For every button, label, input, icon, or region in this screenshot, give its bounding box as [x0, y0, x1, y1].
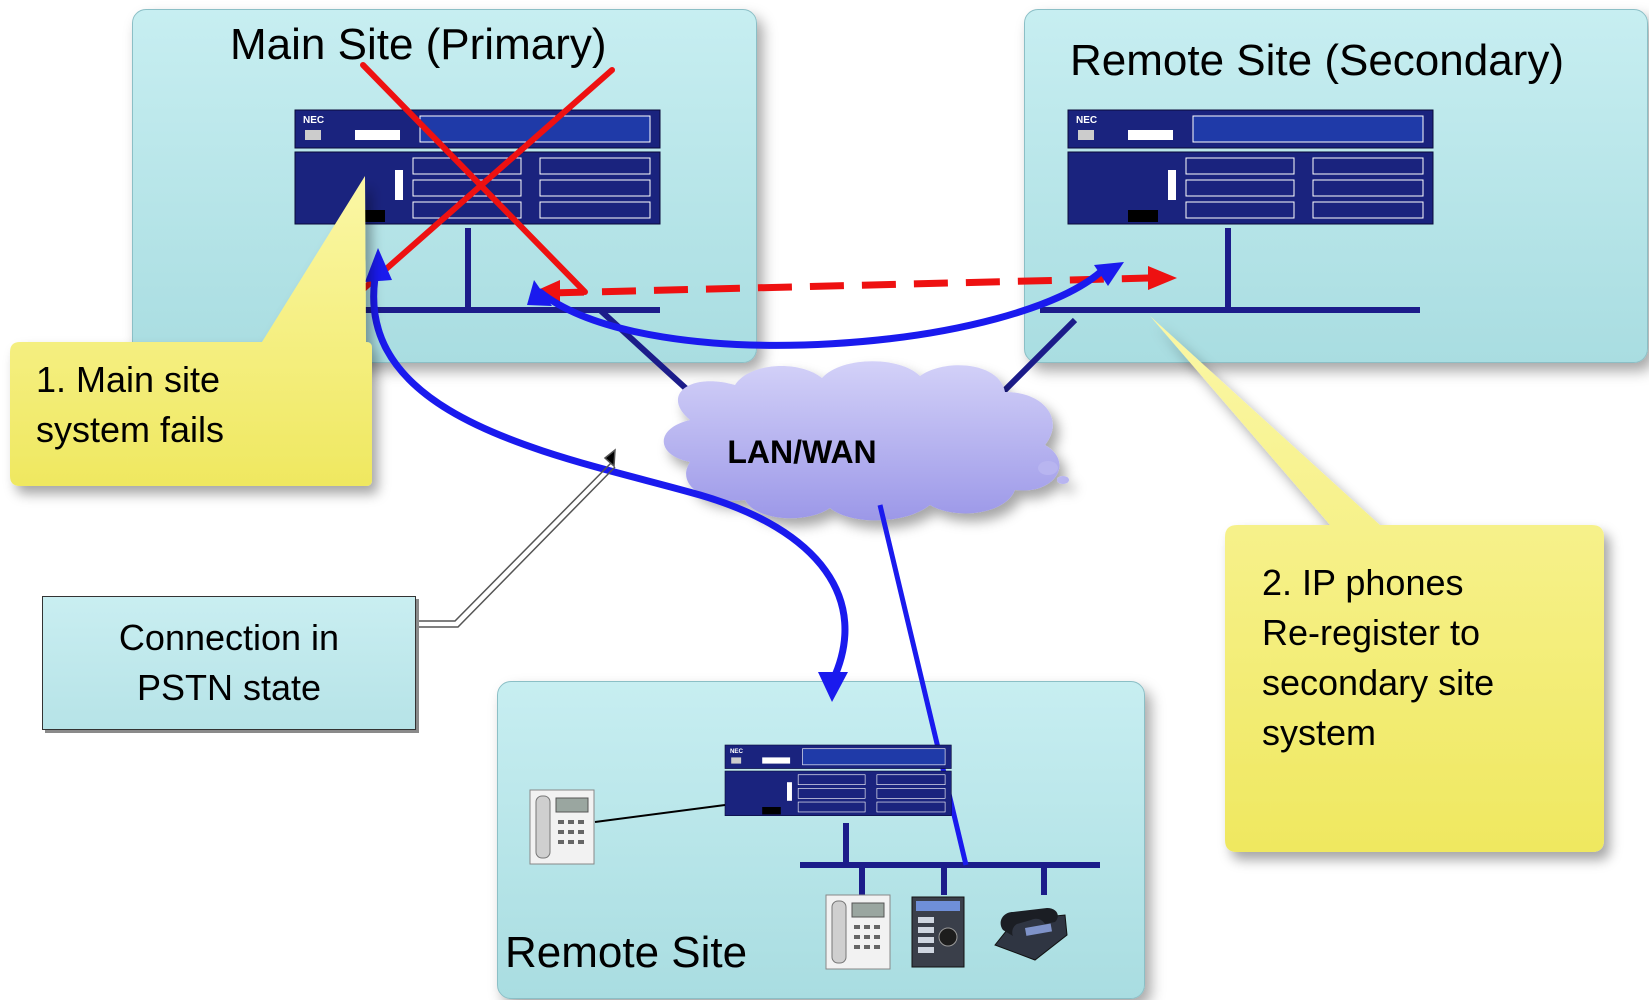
digital-phone-icon: [994, 908, 1068, 961]
signaling-arrowheads: [365, 248, 1124, 702]
callout-ip-phones-reregister: [1150, 316, 1604, 852]
pstn-legend-line1: Connection in: [118, 617, 340, 658]
main-site-bus: [315, 228, 660, 313]
callout-step2-line4: system: [1262, 712, 1377, 753]
callout-step1-line1: 1. Main site: [36, 359, 221, 400]
pstn-legend-line2: PSTN state: [136, 667, 322, 708]
callout-step2-text: 2. IP phones Re-register to secondary si…: [1262, 558, 1494, 758]
callout-main-site-fails: [10, 176, 372, 486]
callout-step2-line2: Re-register to: [1262, 612, 1481, 653]
callout-step2-line3: secondary site: [1262, 662, 1495, 703]
svg-text:NEC: NEC: [730, 748, 744, 755]
remote-site-title: Remote Site: [505, 928, 748, 977]
remote-site-pbx: NEC: [724, 744, 952, 816]
callout-step2-line1: 2. IP phones: [1262, 562, 1464, 603]
callout-step1-text: 1. Main site system fails: [36, 355, 224, 455]
signaling-arcs: [370, 258, 1109, 684]
ip-phone-icon: [825, 894, 891, 970]
legend-pointer: [416, 448, 616, 628]
lan-wan-label: LAN/WAN: [727, 434, 877, 470]
main-site-title: Main Site (Primary): [230, 20, 607, 69]
analog-phone-line: [594, 804, 726, 823]
secondary-site-title: Remote Site (Secondary): [1070, 36, 1564, 85]
failure-x-mark: [357, 62, 615, 295]
secondary-site-bus: [1040, 228, 1420, 313]
callout-step1-line2: system fails: [36, 409, 225, 450]
remote-site-uplink: [877, 504, 969, 866]
svg-text:NEC: NEC: [1076, 115, 1097, 126]
remote-site-bus: [800, 823, 1100, 895]
svg-text:NEC: NEC: [303, 115, 324, 126]
lan-wan-cloud: [663, 361, 1069, 521]
pstn-legend-box: Connection in PSTN state: [42, 596, 416, 730]
console-phone-icon: [911, 896, 965, 968]
analog-phone-icon: [529, 789, 595, 865]
secondary-site-pbx: NEC: [1067, 109, 1434, 225]
